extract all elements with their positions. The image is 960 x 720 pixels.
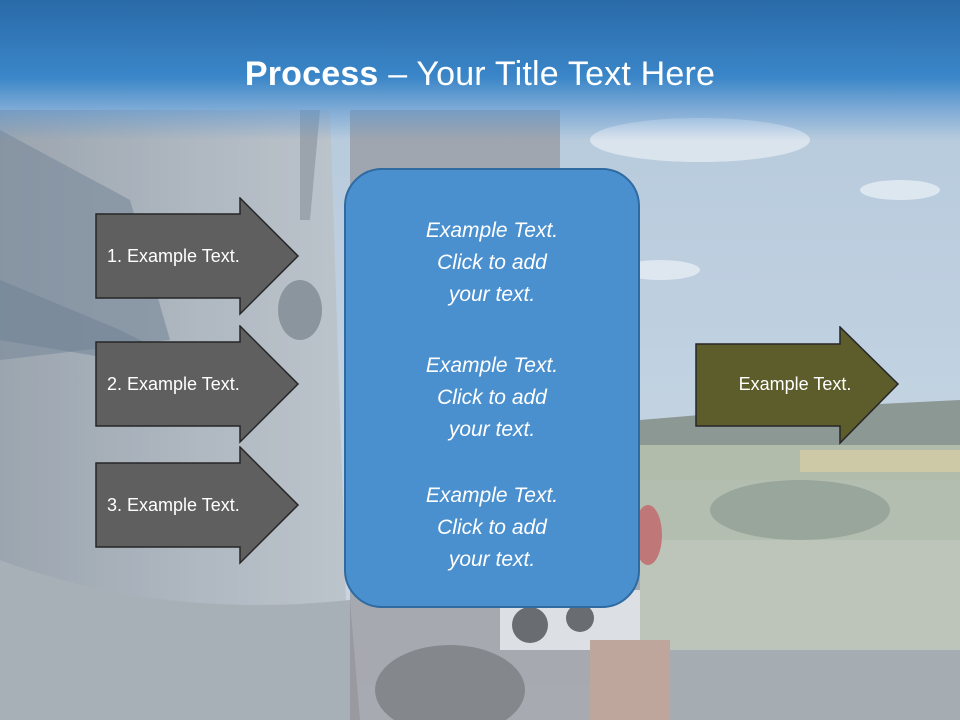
result-arrow-label: Example Text. bbox=[738, 374, 852, 394]
arrow-shape-1-graphic bbox=[95, 197, 300, 316]
center-paragraph-3-line-3: your text. bbox=[448, 548, 536, 571]
arrow-shape-1[interactable]: 1. Example Text. bbox=[95, 197, 300, 317]
center-paragraph-2-line-3: your text. bbox=[448, 418, 536, 441]
arrow-label-3: 3. Example Text. bbox=[107, 495, 240, 515]
center-paragraph-3-line-1: Example Text. bbox=[425, 484, 559, 507]
title-rest: – Your Title Text Here bbox=[378, 55, 716, 93]
center-paragraph-1-line-3: your text. bbox=[448, 283, 536, 306]
center-paragraph-1-line-1: Example Text. bbox=[425, 219, 559, 242]
center-paragraph-3: Example Text. Click to add your text. bbox=[346, 480, 638, 576]
title-header-band bbox=[0, 0, 960, 140]
slide-title[interactable]: Process – Your Title Text Here bbox=[0, 52, 960, 96]
title-bold-part: Process bbox=[244, 55, 379, 93]
center-paragraph-3-line-2: Click to add bbox=[437, 516, 547, 539]
center-paragraph-1-line-2: Click to add bbox=[437, 251, 547, 274]
arrow-label-1: 1. Example Text. bbox=[107, 246, 240, 266]
arrow-shape-2-graphic bbox=[95, 325, 300, 444]
center-paragraph-2-line-2: Click to add bbox=[437, 386, 547, 409]
center-text-box[interactable]: Example Text. Click to add your text. Ex… bbox=[344, 168, 640, 608]
arrow-label-2: 2. Example Text. bbox=[107, 374, 240, 394]
result-arrow-shape[interactable]: Example Text. bbox=[695, 326, 900, 446]
arrow-shape-3[interactable]: 3. Example Text. bbox=[95, 446, 300, 566]
arrow-shape-2[interactable]: 2. Example Text. bbox=[95, 325, 300, 445]
center-paragraph-2: Example Text. Click to add your text. bbox=[346, 350, 638, 446]
arrow-shape-3-graphic bbox=[95, 446, 300, 565]
result-arrow-graphic bbox=[695, 326, 900, 445]
center-paragraph-1: Example Text. Click to add your text. bbox=[346, 215, 638, 311]
center-paragraph-2-line-1: Example Text. bbox=[425, 354, 559, 377]
